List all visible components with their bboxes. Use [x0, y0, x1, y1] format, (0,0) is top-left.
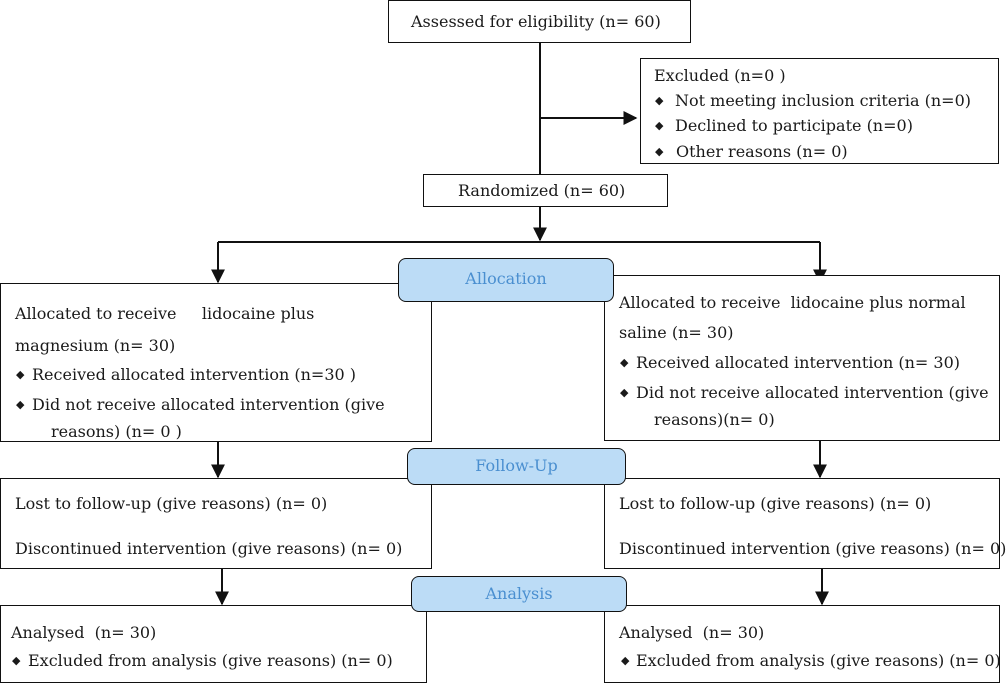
analysis-phase-label: Analysis [411, 576, 627, 612]
left-discontinued: Discontinued intervention (give reasons)… [15, 539, 403, 558]
analysis-phase-text: Analysis [485, 584, 553, 603]
randomized-box: Randomized (n= 60) [423, 174, 668, 207]
right-allocation-line: saline (n= 30) [619, 323, 734, 342]
bullet-icon: ◆ [620, 386, 629, 399]
right-discontinued: Discontinued intervention (give reasons)… [619, 539, 1006, 558]
right-not-received: Did not receive allocated intervention (… [636, 383, 989, 402]
bullet-icon: ◆ [16, 368, 25, 381]
bullet-icon: ◆ [655, 145, 664, 158]
right-not-received: reasons)(n= 0) [654, 410, 775, 429]
right-analysed: Analysed (n= 30) [619, 623, 765, 642]
bullet-icon: ◆ [16, 398, 25, 411]
excluded-reason: Declined to participate (n=0) [675, 116, 913, 135]
followup-phase-label: Follow-Up [407, 448, 626, 485]
right-allocation-line: Allocated to receive lidocaine plus norm… [619, 293, 966, 312]
excluded-title: Excluded (n=0 ) [654, 66, 786, 85]
assessed-box: Assessed for eligibility (n= 60) [388, 0, 691, 43]
bullet-icon: ◆ [655, 94, 664, 107]
allocation-phase-label: Allocation [398, 258, 614, 302]
left-allocation-line: magnesium (n= 30) [15, 336, 176, 355]
right-analysis-box: Analysed (n= 30) ◆ Excluded from analysi… [604, 605, 1001, 683]
left-analysed: Analysed (n= 30) [11, 623, 157, 642]
bullet-icon: ◆ [621, 654, 630, 667]
excluded-box: Excluded (n=0 ) ◆ Not meeting inclusion … [640, 58, 999, 164]
left-followup-box: Lost to follow-up (give reasons) (n= 0) … [0, 478, 432, 569]
right-excluded-analysis: Excluded from analysis (give reasons) (n… [636, 651, 1001, 670]
right-allocation-box: Allocated to receive lidocaine plus norm… [604, 275, 1000, 441]
assessed-label: Assessed for eligibility (n= 60) [411, 12, 661, 31]
left-not-received: Did not receive allocated intervention (… [32, 395, 385, 414]
left-lost: Lost to follow-up (give reasons) (n= 0) [15, 494, 328, 513]
left-analysis-box: Analysed (n= 30) ◆ Excluded from analysi… [0, 605, 427, 683]
left-not-received: reasons) (n= 0 ) [51, 422, 182, 441]
left-received: Received allocated intervention (n=30 ) [32, 365, 357, 384]
followup-phase-text: Follow-Up [475, 456, 558, 475]
bullet-icon: ◆ [12, 654, 21, 667]
excluded-reason: Other reasons (n= 0) [676, 142, 848, 161]
allocation-phase-text: Allocation [465, 269, 547, 288]
left-excluded-analysis: Excluded from analysis (give reasons) (n… [28, 651, 393, 670]
right-received: Received allocated intervention (n= 30) [636, 353, 961, 372]
right-lost: Lost to follow-up (give reasons) (n= 0) [619, 494, 932, 513]
bullet-icon: ◆ [620, 356, 629, 369]
left-allocation-line: Allocated to receive lidocaine plus [15, 304, 315, 323]
bullet-icon: ◆ [655, 119, 664, 132]
right-followup-box: Lost to follow-up (give reasons) (n= 0) … [604, 478, 1006, 569]
left-allocation-box: Allocated to receive lidocaine plus magn… [0, 283, 432, 442]
randomized-label: Randomized (n= 60) [458, 181, 626, 200]
excluded-reason: Not meeting inclusion criteria (n=0) [675, 91, 971, 110]
